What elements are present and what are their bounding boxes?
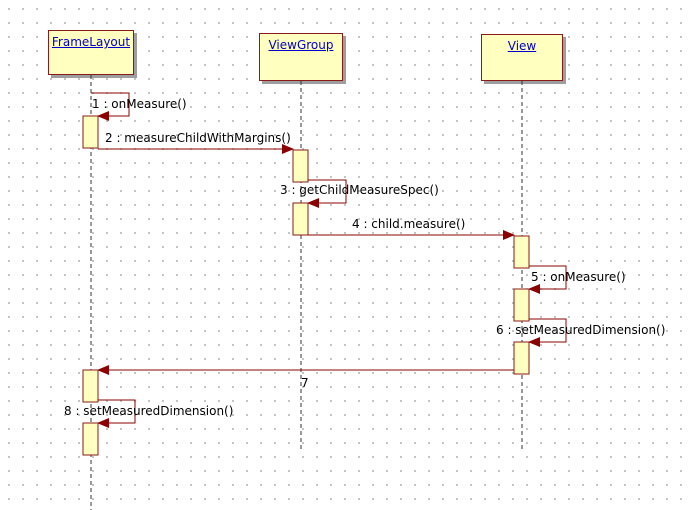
message-2-label: 2 : measureChildWithMargins() <box>105 131 291 145</box>
lifeline-box-framelayout[interactable]: FrameLayout <box>48 30 134 75</box>
lifeline-box-view[interactable]: View <box>481 34 563 81</box>
message-6-arrow[interactable] <box>528 318 567 347</box>
message-6-label: 6 : setMeasuredDimension() <box>496 323 666 337</box>
activation-bar <box>513 235 530 269</box>
message-1-arrow[interactable] <box>91 92 130 121</box>
activation-bar <box>292 149 309 183</box>
activation-bar <box>82 369 99 403</box>
message-1-label: 1 : onMeasure() <box>92 97 187 111</box>
message-4-label: 4 : child.measure() <box>352 217 466 231</box>
message-7-label: 7 <box>301 376 309 390</box>
lifeline-name-viewgroup: ViewGroup <box>268 38 334 52</box>
activation-bar <box>292 202 309 236</box>
message-3-label: 3 : getChildMeasureSpec() <box>280 183 439 197</box>
message-5-label: 5 : onMeasure() <box>531 270 626 284</box>
message-5-arrow[interactable] <box>528 265 567 294</box>
message-8-label: 8 : setMeasuredDimension() <box>64 404 234 418</box>
activation-bar <box>82 422 99 456</box>
lifeline-name-view: View <box>507 39 537 53</box>
message-8-arrow[interactable] <box>97 399 136 428</box>
activation-bar <box>82 115 99 149</box>
lifeline-name-framelayout: FrameLayout <box>51 35 131 49</box>
activation-bar <box>513 341 530 375</box>
lifeline-box-viewgroup[interactable]: ViewGroup <box>259 33 343 81</box>
message-3-arrow[interactable] <box>307 179 347 208</box>
activation-bar <box>513 288 530 322</box>
